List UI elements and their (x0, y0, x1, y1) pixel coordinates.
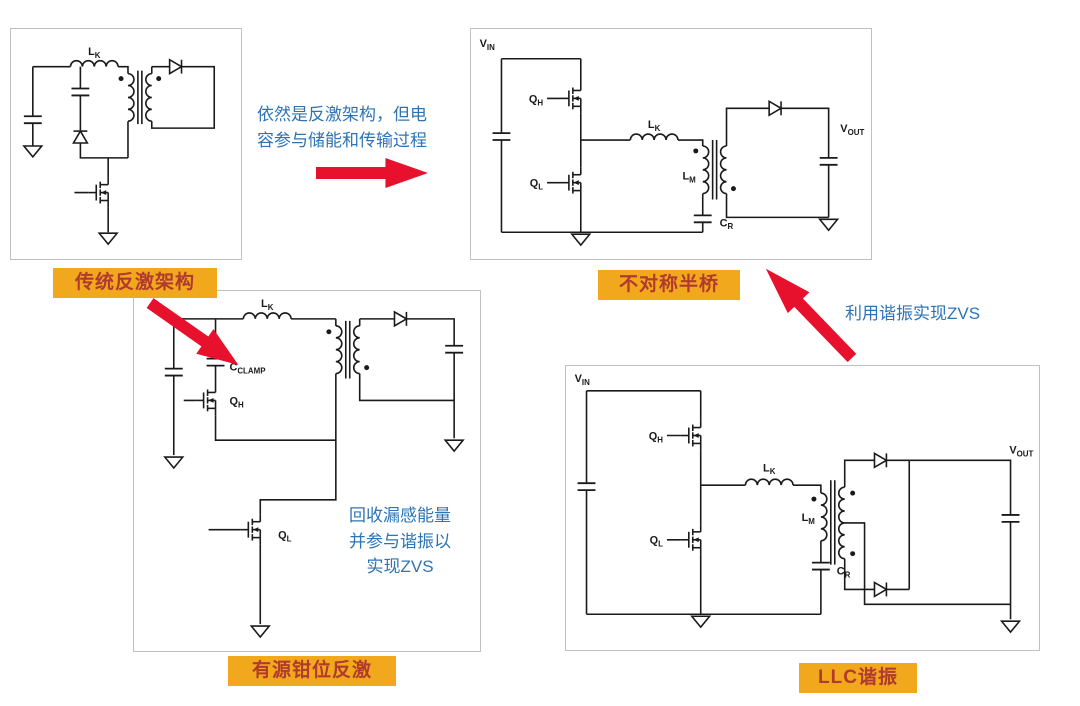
circuit-traditional-flyback: LK (22, 46, 216, 245)
label-ql-ahb: QL (530, 178, 543, 192)
label-ql-acf: QL (278, 530, 292, 544)
label-lk-flyback: LK (88, 46, 101, 60)
panel-active-clamp-flyback: LK CCLAMP QH QL (133, 290, 481, 652)
arrow-flyback-to-ahb (316, 155, 428, 191)
annotation-flyback-to-ahb: 依然是反激架构，但电 容参与储能和传输过程 (257, 105, 427, 150)
label-cclamp-acf: CCLAMP (229, 362, 266, 376)
label-vin-llc: VIN (575, 373, 590, 387)
label-ql-llc: QL (650, 535, 663, 549)
badge-active-clamp-flyback: 有源钳位反激 (228, 656, 396, 686)
label-lk-llc: LK (763, 462, 776, 476)
panel-asymmetric-half-bridge: VIN QH QL LK LM CR VOUT (470, 28, 872, 260)
label-qh-ahb: QH (529, 93, 543, 107)
label-vout-ahb: VOUT (840, 123, 864, 137)
label-lk-acf: LK (261, 298, 274, 312)
circuit-llc-resonant: VIN QH QL LK LM CR (575, 373, 1034, 633)
label-qh-acf: QH (229, 395, 244, 409)
badge-llc-resonant: LLC谐振 (799, 663, 917, 693)
label-qh-llc: QH (649, 430, 663, 444)
label-cr-ahb: CR (720, 217, 734, 231)
label-lk-ahb: LK (648, 119, 661, 133)
panel-traditional-flyback: LK (10, 28, 242, 260)
badge-traditional-flyback: 传统反激架构 (53, 268, 217, 298)
label-lm-llc: LM (802, 512, 816, 526)
label-vout-llc: VOUT (1009, 444, 1033, 458)
annotation-llc-to-ahb: 利用谐振实现ZVS (845, 304, 981, 323)
label-cr-llc: CR (837, 566, 851, 580)
badge-asymmetric-half-bridge: 不对称半桥 (598, 270, 740, 300)
circuit-asymmetric-half-bridge: VIN QH QL LK LM CR VOUT (480, 38, 864, 246)
label-lm-ahb: LM (683, 171, 697, 185)
annotation-acf-note: 回收漏感能量 并参与谐振以 实现ZVS (349, 506, 451, 576)
panel-llc-resonant: VIN QH QL LK LM CR (565, 365, 1040, 651)
label-vin-ahb: VIN (480, 38, 495, 52)
